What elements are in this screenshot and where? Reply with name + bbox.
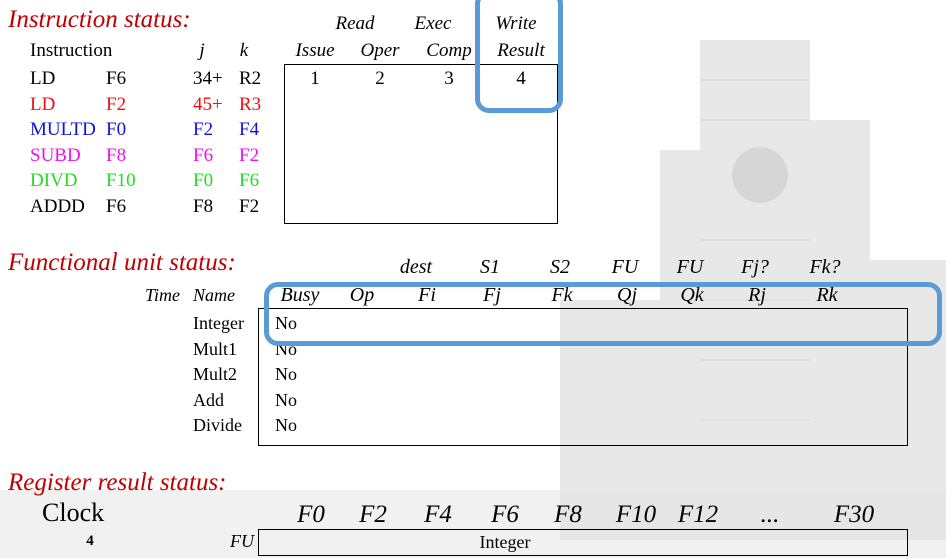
instruction-status-heading: Instruction status: [8, 6, 191, 33]
fu-busy-cell: No [275, 313, 297, 333]
instruction-read-cell: 2 [375, 68, 385, 89]
functional-unit-table-frame [258, 308, 908, 446]
fu-row-label: FU [230, 531, 254, 551]
register-result-table-frame [258, 529, 908, 556]
register-result-status-heading: Register result status: [8, 469, 227, 496]
fu-top-header: Fk? [809, 256, 841, 278]
j-column-header: j [199, 40, 205, 61]
instruction-dest: F2 [106, 93, 127, 115]
register-header: F30 [833, 501, 875, 528]
k-column-header: k [239, 40, 249, 61]
instruction-k: F4 [239, 119, 260, 140]
fu-column-header: Busy [280, 284, 320, 306]
register-fu-cell: Integer [479, 532, 531, 552]
instruction-op: LD [30, 68, 56, 89]
instruction-exec-cell: 3 [444, 68, 454, 89]
instruction-j: 45+ [193, 93, 223, 115]
instruction-j: F6 [193, 144, 214, 166]
instruction-op: MULTD [30, 119, 96, 140]
fu-top-header: S2 [550, 256, 570, 278]
clock-value: 4 [86, 533, 94, 549]
name-column-header: Name [193, 285, 235, 305]
instruction-k: R3 [239, 93, 262, 115]
fu-column-header: Op [349, 284, 375, 306]
fu-unit-name: Mult1 [193, 338, 238, 359]
fu-column-header: Fk [551, 284, 573, 306]
read-oper-column-header: Oper [360, 40, 400, 61]
register-header: F8 [554, 501, 582, 528]
fu-top-header: FU [611, 256, 639, 278]
instruction-write-cell: 4 [516, 68, 526, 89]
fu-column-header: Qk [680, 284, 704, 306]
instruction-dest: F8 [106, 144, 127, 166]
instruction-j: 34+ [193, 68, 223, 89]
register-header: F2 [359, 501, 387, 528]
fu-unit-name: Add [193, 389, 224, 410]
register-header: F12 [677, 501, 719, 528]
clock-label: Clock [42, 498, 105, 527]
register-header: ... [760, 501, 780, 528]
exec-header-top: Exec [414, 13, 452, 34]
functional-unit-header-highlight [264, 282, 942, 346]
time-column-header: Time [145, 285, 181, 305]
fu-busy-cell: No [275, 364, 297, 384]
register-header: F6 [491, 501, 519, 528]
instruction-k: F2 [239, 144, 260, 166]
instruction-dest: F6 [106, 195, 127, 217]
register-header: F4 [424, 501, 452, 528]
instruction-k: R2 [239, 68, 262, 89]
instruction-dest: F10 [106, 170, 136, 191]
fu-busy-cell: No [275, 415, 297, 435]
fu-column-header: Rk [816, 284, 838, 306]
register-header: F10 [615, 501, 657, 528]
write-result-column-header: Result [497, 40, 545, 61]
instruction-k: F2 [239, 195, 260, 217]
instruction-j: F2 [193, 119, 214, 140]
instruction-j: F8 [193, 195, 214, 217]
instruction-j: F0 [193, 170, 214, 191]
fu-column-header: Rj [748, 284, 766, 306]
fu-column-header: Fi [418, 284, 436, 306]
fu-column-header: Fj [483, 284, 501, 306]
instruction-status-table-frame [284, 64, 558, 224]
write-result-highlight [475, 0, 563, 113]
fu-top-header: dest [399, 256, 433, 278]
fu-unit-name: Divide [193, 415, 242, 435]
instruction-op: ADDD [30, 195, 85, 217]
instruction-issue-cell: 1 [310, 68, 320, 89]
instruction-op: SUBD [30, 144, 81, 166]
fu-unit-name: Mult2 [193, 364, 238, 384]
instruction-op: LD [30, 93, 56, 115]
exec-comp-column-header: Comp [426, 40, 472, 61]
instruction-dest: F0 [106, 119, 127, 140]
instruction-op: DIVD [30, 170, 78, 191]
fu-unit-name: Integer [193, 313, 244, 333]
fu-busy-cell: No [275, 389, 297, 410]
fu-top-header: FU [676, 256, 704, 278]
read-header-top: Read [335, 13, 375, 34]
register-header: F0 [297, 501, 325, 528]
fu-column-header: Qj [617, 284, 637, 306]
instruction-dest: F6 [106, 68, 127, 89]
functional-unit-status-heading: Functional unit status: [8, 249, 236, 276]
fu-top-header: Fj? [741, 256, 769, 278]
fu-top-header: S1 [480, 256, 500, 278]
write-header-top: Write [495, 13, 537, 34]
instruction-k: F6 [239, 170, 260, 191]
issue-column-header: Issue [295, 40, 335, 61]
instruction-column-header: Instruction [30, 40, 113, 61]
